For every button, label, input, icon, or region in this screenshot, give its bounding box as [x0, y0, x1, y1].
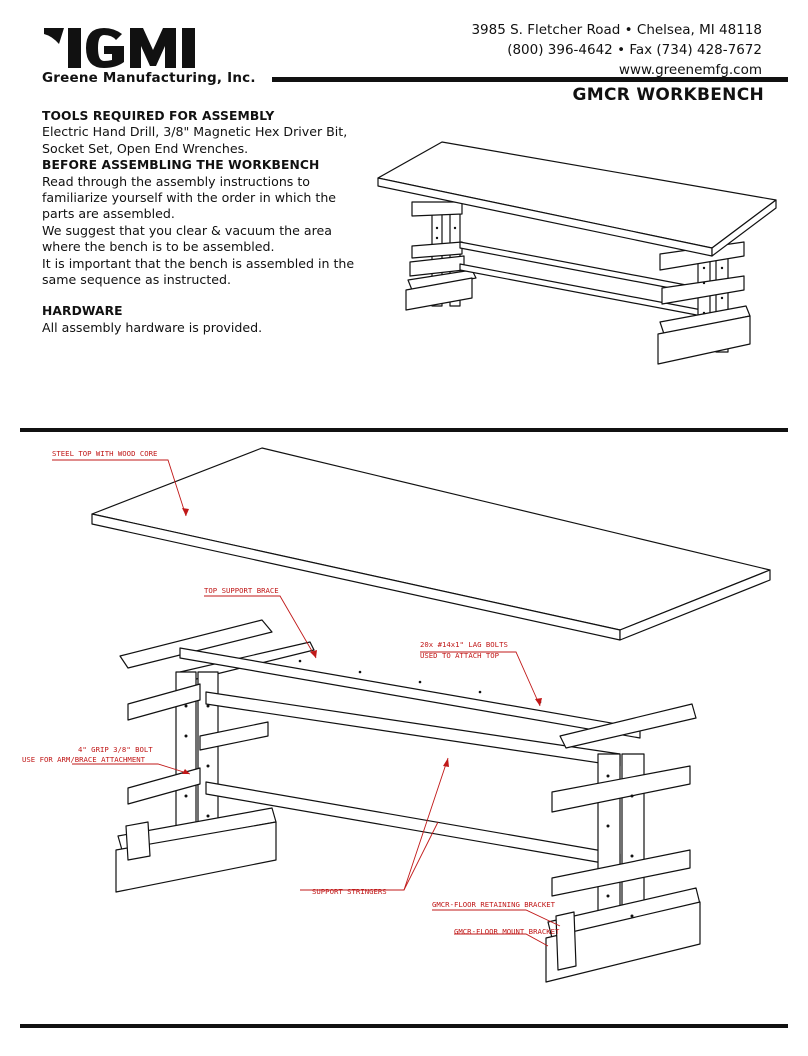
address-block: 3985 S. Fletcher Road • Chelsea, MI 4811…: [471, 20, 762, 80]
page-title: GMCR WORKBENCH: [572, 85, 764, 105]
top-support-brace-label: TOP SUPPORT BRACE: [204, 586, 279, 595]
before-paragraph-1: Read through the assembly instructions t…: [42, 173, 337, 222]
address-line-2: (800) 396-4642 • Fax (734) 428-7672: [507, 42, 762, 58]
company-name: Greene Manufacturing, Inc.: [42, 70, 256, 86]
gmi-logo: [44, 28, 195, 68]
assembled-bench-illustration: [377, 141, 777, 365]
section-divider: [20, 428, 788, 432]
grip-bolt-label-1: 4" GRIP 3/8" BOLT: [78, 745, 153, 754]
exploded-assembly-diagram: STEEL TOP WITH WOOD CORE TOP SUPPORT BRA…: [22, 447, 771, 983]
lag-bolts-label-2: USED TO ATTACH TOP: [420, 651, 500, 660]
footer-divider: [20, 1024, 788, 1028]
before-paragraph-2: We suggest that you clear & vacuum the a…: [42, 222, 332, 255]
floor-mount-label: GMCR-FLOOR MOUNT BRACKET: [454, 927, 560, 936]
lag-bolts-label-1: 20x #14x1" LAG BOLTS: [420, 640, 508, 649]
hardware-heading: HARDWARE: [42, 304, 123, 319]
before-paragraph-3: It is important that the bench is assemb…: [42, 255, 355, 288]
address-line-1: 3985 S. Fletcher Road • Chelsea, MI 4811…: [471, 22, 762, 38]
instructions: TOOLS REQUIRED FOR ASSEMBLY Electric Han…: [42, 108, 360, 336]
website-link[interactable]: www.greenemfg.com: [618, 62, 762, 78]
grip-bolt-label-2: USE FOR ARM/BRACE ATTACHMENT: [22, 755, 146, 764]
steel-top-label: STEEL TOP WITH WOOD CORE: [52, 449, 157, 458]
header-divider: [272, 77, 788, 82]
support-stringers-label: SUPPORT STRINGERS: [312, 887, 387, 896]
tools-text: Electric Hand Drill, 3/8" Magnetic Hex D…: [42, 124, 348, 156]
tools-heading: TOOLS REQUIRED FOR ASSEMBLY: [42, 109, 275, 123]
floor-retaining-label: GMCR-FLOOR RETAINING BRACKET: [432, 900, 556, 909]
before-heading: BEFORE ASSEMBLING THE WORKBENCH: [42, 158, 320, 173]
hardware-text: All assembly hardware is provided.: [42, 319, 263, 335]
